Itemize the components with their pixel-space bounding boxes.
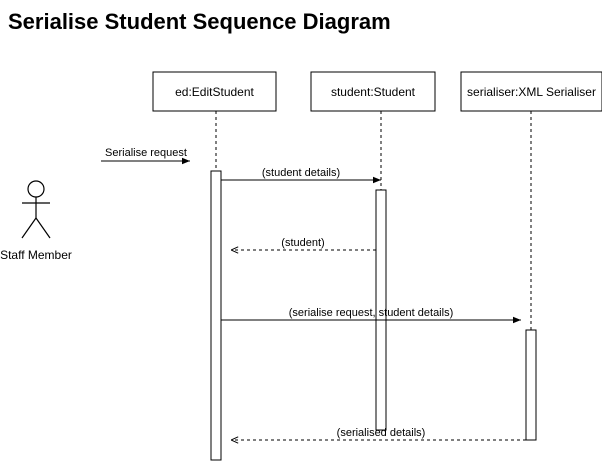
lifeline-label: serialiser:XML Serialiser (467, 85, 596, 99)
activation-bar-edit-student (210, 170, 222, 461)
actor-right-leg (35, 217, 51, 239)
actor-staff-member: Staff Member (0, 180, 72, 262)
lifeline-head (310, 71, 436, 112)
lifeline-label: student:Student (331, 85, 416, 99)
message-label: (student details) (262, 167, 340, 179)
actor-left-leg (21, 217, 37, 239)
actor-head (27, 180, 45, 198)
lifeline-xml-serialiser: serialiser:XML Serialiser (460, 71, 602, 440)
activation-bar-student (375, 189, 387, 431)
message-serialise-request-details: (serialise request, student details) (221, 307, 521, 324)
actor-label: Staff Member (0, 248, 72, 262)
lifeline-head (152, 71, 277, 112)
message-label: (serialise request, student details) (289, 307, 453, 319)
message-serialise-request: Serialise request (101, 147, 190, 165)
message-serialised-details-return: (serialised details) (231, 427, 526, 440)
activation-bar-serialiser (525, 329, 537, 441)
diagram-title: Serialise Student Sequence Diagram (8, 9, 391, 34)
message-label: (serialised details) (337, 427, 426, 439)
message-student-return: (student) (231, 237, 376, 250)
lifeline-edit-student: ed:EditStudent (152, 71, 277, 460)
message-student-details: (student details) (221, 167, 381, 184)
lifeline-student: student:Student (310, 71, 436, 430)
lifeline-label: ed:EditStudent (175, 85, 254, 99)
lifeline-head (460, 71, 602, 112)
message-label: (student) (281, 237, 324, 249)
message-label: Serialise request (105, 147, 187, 159)
